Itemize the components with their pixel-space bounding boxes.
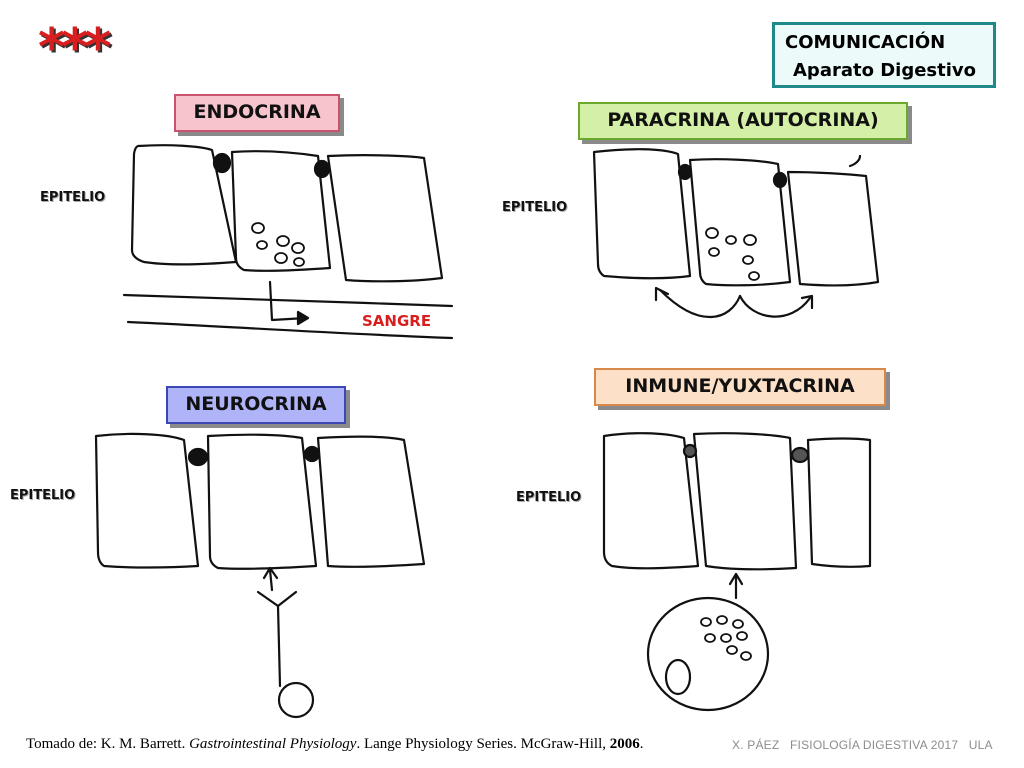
immune-cell-body	[646, 596, 770, 712]
neurocrina-junction-2	[303, 445, 321, 463]
immune-cell-granules	[700, 615, 752, 661]
inmune-epitelio-label: EPITELIO	[516, 490, 582, 505]
source-prefix: Tomado de: K. M. Barrett.	[26, 736, 190, 752]
author-credit: X. PÁEZ FISIOLOGÍA DIGESTIVA 2017 ULA	[732, 738, 993, 752]
neurocrina-cell-1	[94, 432, 200, 569]
sangre-label: SANGRE	[362, 312, 432, 330]
sangre-vessel-top	[122, 293, 454, 308]
source-end: .	[639, 736, 644, 752]
paracrina-cells	[592, 148, 880, 319]
neurocrina-junction-1	[187, 447, 209, 467]
paracrina-arrow-right	[738, 294, 812, 318]
title-line-1: COMUNICACIÓN	[785, 32, 946, 53]
neurocrina-cells	[94, 432, 426, 719]
paracrina-cell-3-top	[848, 154, 862, 168]
paracrina-junction-2	[772, 171, 788, 189]
endocrina-cell-2	[230, 150, 332, 272]
paracrina-arrowhead-left	[654, 286, 670, 302]
sangre-vessel-bottom	[126, 320, 454, 340]
source-title: Gastrointestinal Physiology	[189, 736, 357, 752]
endocrina-junction-1	[212, 152, 232, 174]
neurocrina-arrowhead	[262, 566, 279, 580]
paracrina-granules	[705, 227, 760, 281]
inmune-cell-2	[692, 432, 798, 571]
immune-cell-nucleus	[664, 658, 692, 696]
source-citation: Tomado de: K. M. Barrett. Gastrointestin…	[26, 736, 644, 753]
endocrina-cell-1	[130, 144, 238, 266]
endocrina-granules	[251, 222, 305, 267]
stars-mark: ***	[38, 18, 112, 78]
paracrina-junction-1	[677, 163, 693, 181]
endocrina-cells	[122, 144, 454, 340]
neurocrina-arrow	[268, 568, 274, 592]
neuron-terminal	[256, 590, 298, 608]
title-line-2: Aparato Digestivo	[793, 60, 977, 81]
neurocrina-epitelio-label: EPITELIO	[10, 488, 76, 503]
title-box: COMUNICACIÓN Aparato Digestivo	[772, 22, 996, 88]
paracrina-arrowhead-right	[800, 294, 814, 310]
endocrina-arrowhead	[296, 310, 310, 326]
inmune-arrowhead	[728, 572, 744, 586]
source-year: 2006	[609, 736, 640, 752]
paracrina-arrow-left	[658, 288, 742, 319]
source-suffix: . Lange Physiology Series. McGraw-Hill,	[356, 736, 610, 752]
neurocrina-label: NEUROCRINA	[166, 386, 346, 424]
paracrina-cell-1	[592, 148, 692, 280]
endocrina-epitelio-label: EPITELIO	[40, 190, 106, 205]
endocrina-junction-2	[313, 159, 331, 179]
neurocrina-cell-3	[316, 435, 426, 568]
inmune-label: INMUNE/YUXTACRINA	[594, 368, 886, 406]
endocrina-label: ENDOCRINA	[174, 94, 340, 132]
inmune-cells	[602, 432, 872, 712]
inmune-junction-2	[790, 446, 810, 464]
inmune-cell-1	[602, 432, 700, 570]
endocrina-arrow	[268, 280, 308, 322]
neurocrina-cell-2	[206, 433, 318, 570]
paracrina-cell-2	[688, 158, 792, 287]
paracrina-label: PARACRINA (AUTOCRINA)	[578, 102, 908, 140]
neuron-body	[277, 681, 315, 719]
paracrina-cell-3	[786, 170, 880, 287]
paracrina-epitelio-label: EPITELIO	[502, 200, 568, 215]
inmune-cell-3	[806, 437, 872, 568]
endocrina-cell-3	[326, 154, 444, 283]
inmune-junction-1	[682, 443, 698, 459]
neuron-axon	[276, 604, 282, 688]
